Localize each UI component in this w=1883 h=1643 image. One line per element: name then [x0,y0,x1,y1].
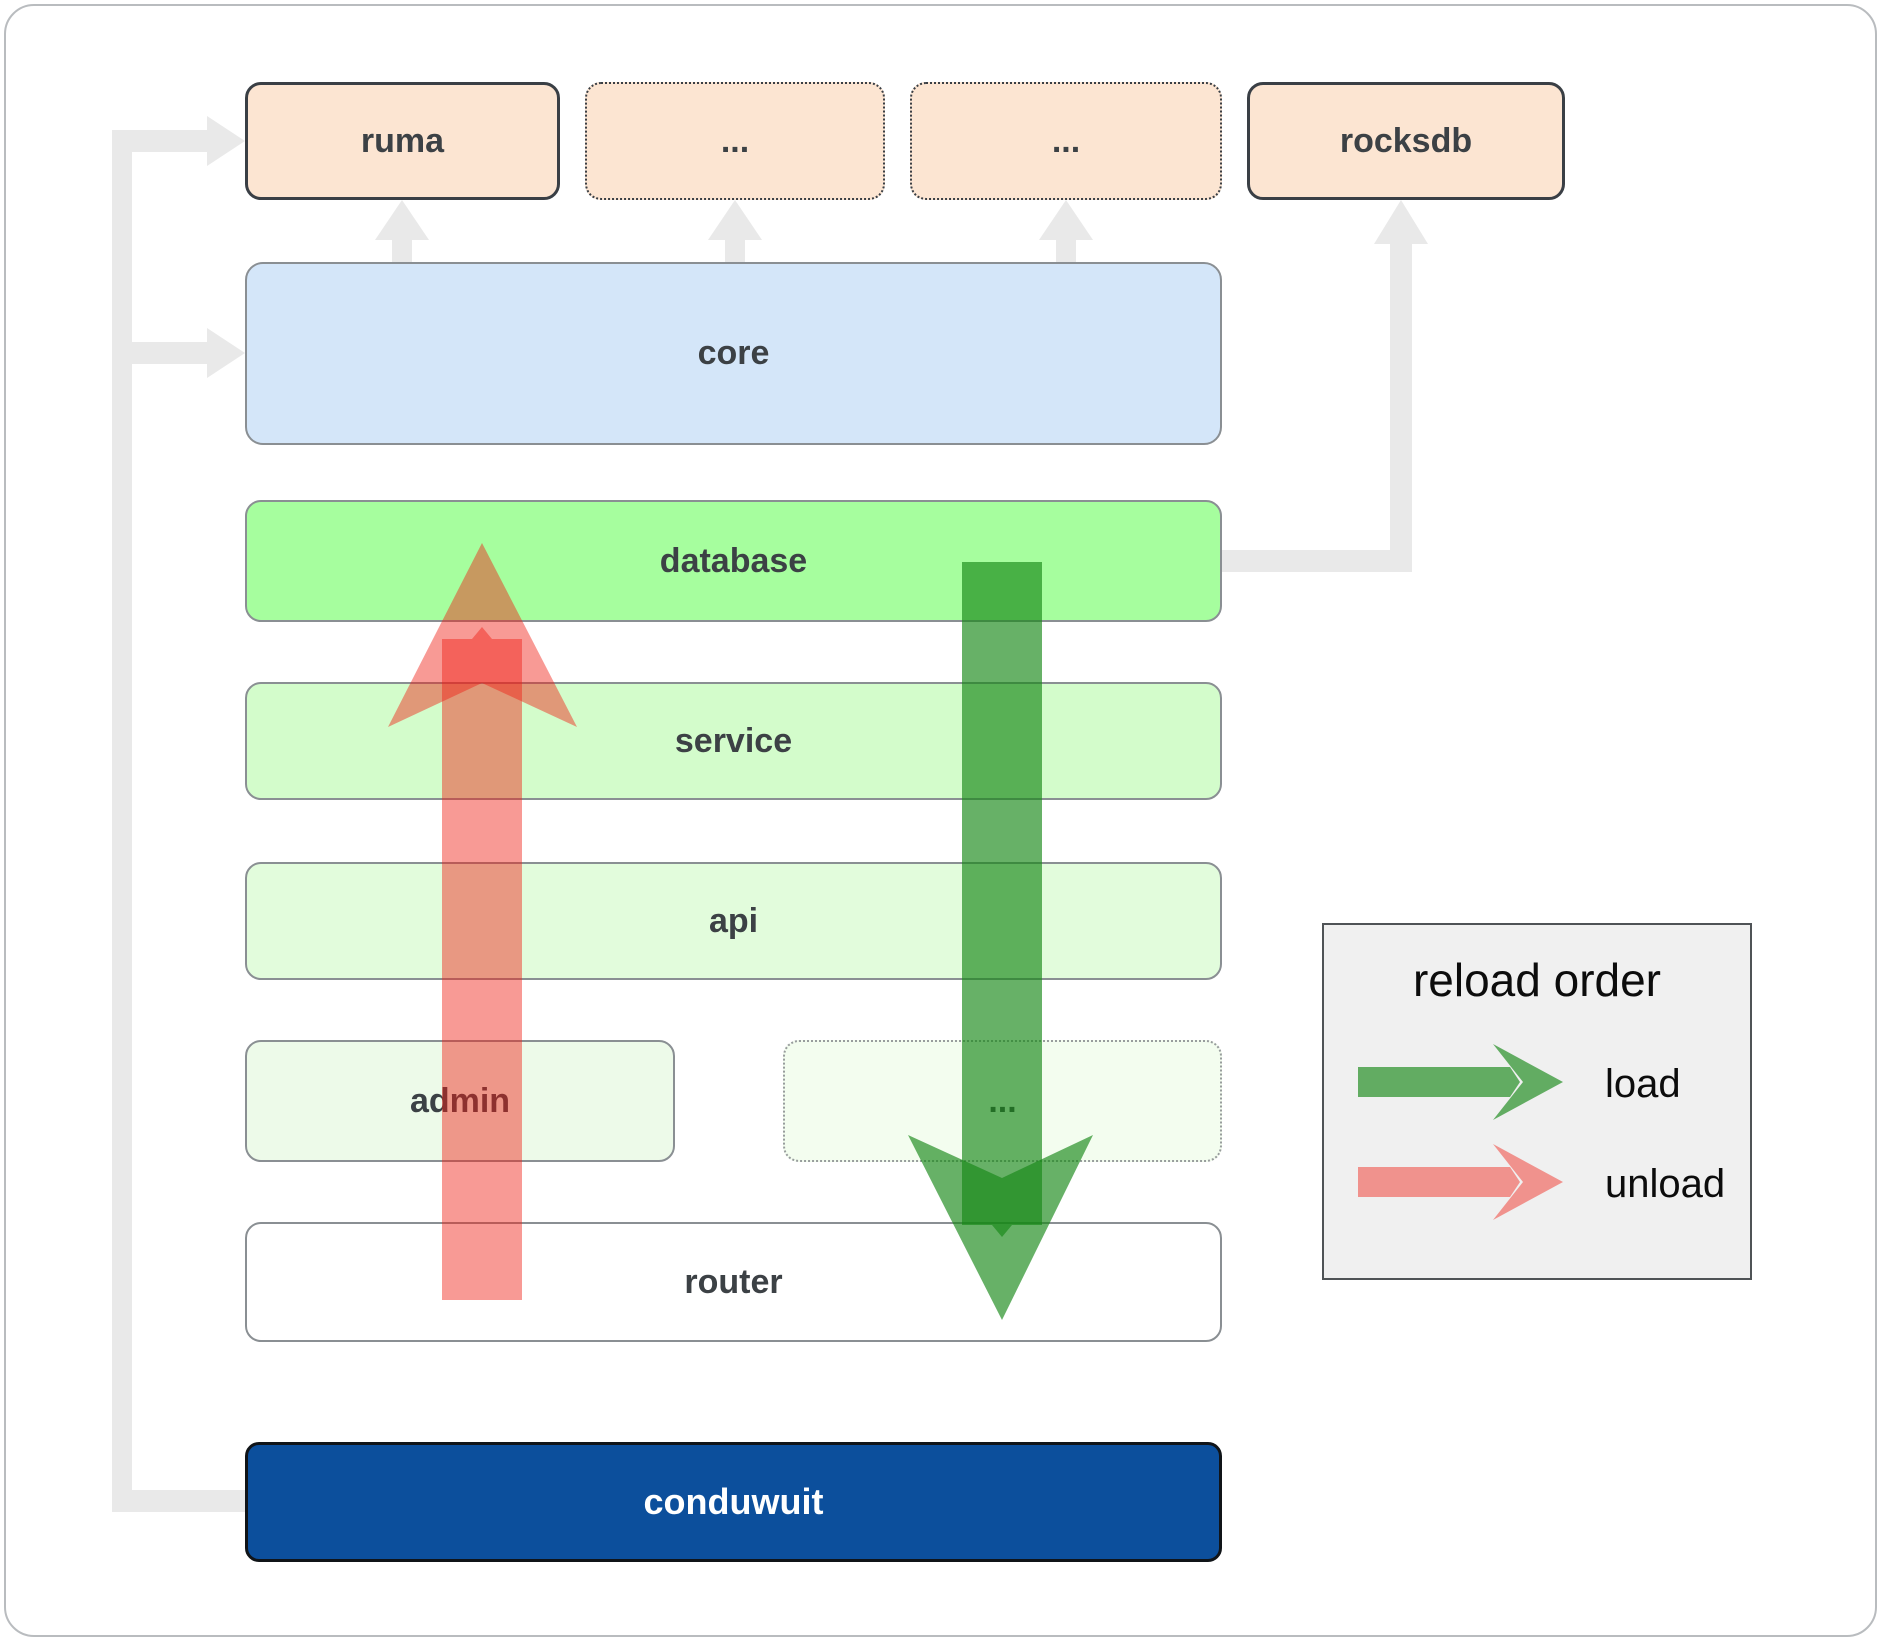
arrowhead-to-rocksdb-icon [1374,200,1428,244]
box-dots-1: ... [585,82,885,200]
box-core: core [245,262,1222,445]
legend-label-unload: unload [1605,1162,1726,1206]
arrowhead-to-core-icon [207,328,245,378]
box-api: api [245,862,1222,980]
box-conduwuit: conduwuit [245,1442,1222,1562]
box-dots-2: ... [910,82,1222,200]
connector-to-ruma-shaft [130,130,207,152]
box-database: database [245,500,1222,622]
box-dots-3: ... [783,1040,1222,1162]
connector-core-dots1-shaft [725,228,745,264]
box-ruma: ruma [245,82,560,200]
legend-title: reload order [1412,954,1662,1006]
arrowhead-core-ruma-icon [375,200,429,240]
connector-core-dots2-shaft [1056,228,1076,264]
box-service: service [245,682,1222,800]
arrowhead-to-ruma-icon [207,116,245,166]
box-router: router [245,1222,1222,1342]
legend-label-load: load [1605,1062,1681,1106]
connector-core-ruma-shaft [392,228,412,264]
arrowhead-core-dots2-icon [1039,200,1093,240]
box-rocksdb: rocksdb [1247,82,1565,200]
connector-conduwuit-elbow [112,1490,245,1512]
connector-left-vertical [112,130,132,1512]
connector-to-core-shaft [130,342,207,364]
connector-database-rocksdb-horizontal [1222,550,1412,572]
box-admin: admin [245,1040,675,1162]
arrowhead-core-dots1-icon [708,200,762,240]
connector-database-rocksdb-vertical [1390,236,1412,572]
legend: reload order load unload [1322,923,1752,1280]
outer-frame [4,4,1877,1637]
